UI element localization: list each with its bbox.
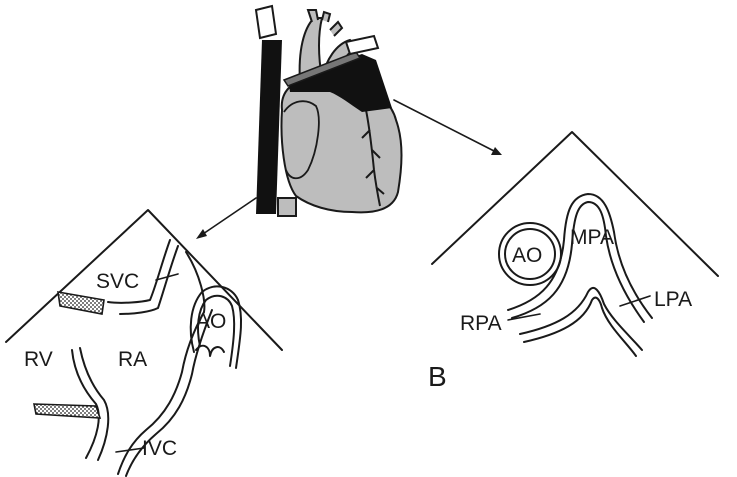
arrowhead-b <box>491 147 502 155</box>
ao-outline-a-inner <box>197 294 236 367</box>
label-ivc: IVC <box>142 437 177 460</box>
sector-outline-b <box>431 131 719 277</box>
probe-transducer-right <box>344 34 380 56</box>
svc-wall-outer <box>185 251 206 313</box>
ivc-leader <box>115 447 145 453</box>
arrowhead-a <box>196 229 207 239</box>
ra-septum-wall <box>71 349 100 459</box>
lpa-leader <box>619 295 651 307</box>
tricuspid-band-lower <box>33 403 102 419</box>
arrow-to-view-a <box>199 197 257 237</box>
coronary-vessels <box>361 109 385 207</box>
label-rpa: RPA <box>460 312 502 335</box>
right-atrium-shape <box>283 100 320 180</box>
label-ra: RA <box>118 348 147 371</box>
label-panel-b: B <box>428 361 447 392</box>
ra-lateral-wall-inner <box>125 309 213 477</box>
probe-plane-vertical <box>256 40 282 214</box>
label-rv: RV <box>24 348 53 371</box>
tricuspid-band-upper <box>57 291 105 315</box>
mpa-inner-wall <box>511 201 645 323</box>
label-ao-left: AO <box>196 310 226 333</box>
svc-wall-left <box>107 239 171 304</box>
label-svc: SVC <box>96 270 139 293</box>
view-a-sector: SVC AO RV RA IVC <box>5 209 283 477</box>
heart-illustration <box>254 4 403 217</box>
ao-circle-inner <box>504 228 556 280</box>
ao-outline-a <box>189 285 243 369</box>
label-ao-right: AO <box>512 244 542 267</box>
label-mpa: MPA <box>570 226 614 249</box>
arrow-to-view-b <box>393 99 497 153</box>
ivc-stub <box>277 197 297 217</box>
rpa-lpa-lower-wall-inner <box>523 296 637 357</box>
ra-septum-wall-inner <box>79 347 110 461</box>
svc-wall-right <box>119 245 179 315</box>
sector-outline-a <box>5 209 283 351</box>
label-lpa: LPA <box>654 288 692 311</box>
probe-rod <box>282 51 362 87</box>
rpa-leader <box>507 313 541 321</box>
probe-plane-horizontal <box>288 54 392 112</box>
arrows <box>196 99 502 239</box>
view-b-sector: AO MPA LPA RPA B <box>428 131 719 392</box>
mpa-outer-wall <box>507 193 653 319</box>
arch-branches <box>306 9 344 37</box>
ao-valve-cusps <box>195 344 225 357</box>
probe-transducer-left <box>254 4 278 40</box>
svc-leader <box>155 273 179 281</box>
rpa-lpa-lower-wall <box>519 286 643 351</box>
